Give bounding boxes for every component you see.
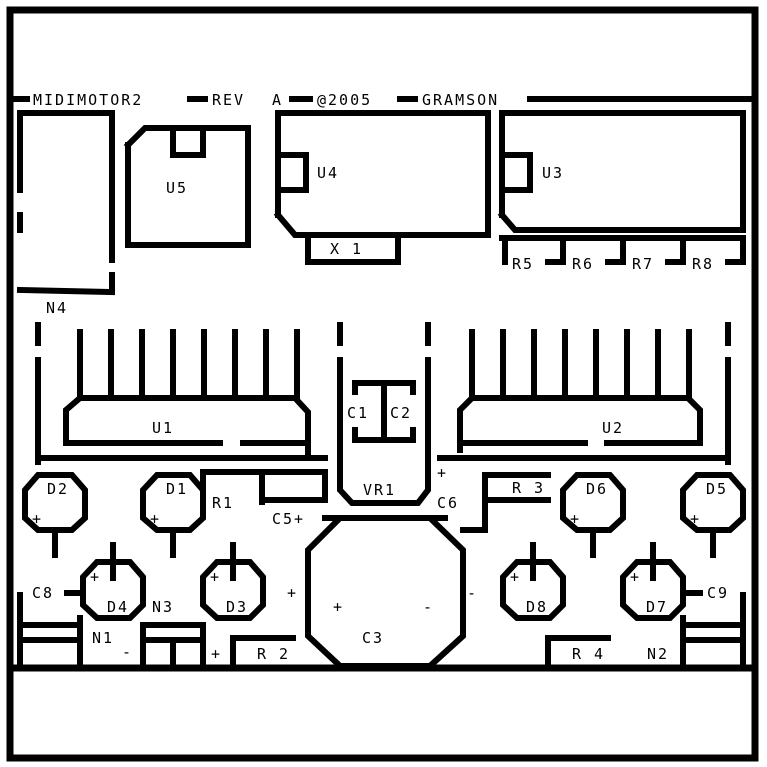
label-n1: N1 — [92, 629, 114, 647]
label-c6: C6 — [437, 494, 459, 512]
d5-plus: + — [690, 510, 701, 528]
label-c9: C9 — [707, 584, 729, 602]
c3-plus: + — [333, 598, 344, 616]
label-vr1: VR1 — [363, 481, 396, 499]
label-r7: R7 — [632, 255, 654, 273]
diode-d8: D8 + — [500, 542, 566, 621]
label-r6: R6 — [572, 255, 594, 273]
resistor-r4: R 4 — [545, 635, 611, 668]
label-u4: U4 — [317, 164, 339, 182]
label-u3: U3 — [542, 164, 564, 182]
d3-plus: + — [210, 568, 221, 586]
chip-u5: U5 — [123, 125, 251, 248]
label-c1: C1 — [347, 404, 369, 422]
resistor-r1-c5: R1 C5+ — [200, 469, 328, 528]
d7-plus: + — [630, 568, 641, 586]
connector-n2: N2 — [647, 615, 746, 668]
label-u5: U5 — [166, 179, 188, 197]
label-c5: C5+ — [272, 510, 305, 528]
diode-d1: D1 + — [140, 472, 206, 558]
resistors-r5-r8: R5 R6 R7 R8 — [499, 235, 746, 273]
header-rev-letter: A — [272, 91, 283, 109]
d6-plus: + — [570, 510, 581, 528]
label-d2: D2 — [47, 480, 69, 498]
label-r3: R 3 — [512, 479, 545, 497]
c3-outer-minus: - — [467, 584, 478, 602]
label-n4: N4 — [46, 299, 68, 317]
c3-outer-plus: + — [287, 584, 298, 602]
c6-plus: + — [437, 464, 448, 482]
d1-plus: + — [150, 510, 161, 528]
crystal-x1: X 1 — [305, 237, 401, 265]
d2-plus: + — [32, 510, 43, 528]
label-r4: R 4 — [572, 645, 605, 663]
label-n2: N2 — [647, 645, 669, 663]
label-r8: R8 — [692, 255, 714, 273]
label-d3: D3 — [226, 598, 248, 616]
diode-d4: D4 + — [80, 542, 146, 621]
connector-n1: N1 - — [17, 615, 133, 668]
c3-minus: - — [423, 598, 434, 616]
label-c2: C2 — [390, 404, 412, 422]
label-u1: U1 — [152, 419, 174, 437]
label-r2: R 2 — [257, 645, 290, 663]
label-d7: D7 — [646, 598, 668, 616]
label-n3: N3 — [152, 598, 174, 616]
header-copyright: @2005 — [317, 91, 372, 109]
label-d4: D4 — [107, 598, 129, 616]
label-r5: R5 — [512, 255, 534, 273]
chip-u1: U1 — [35, 322, 328, 465]
regulator-vr1: VR1 — [337, 472, 431, 506]
cap-c3: C3 + - + - — [287, 515, 478, 669]
label-d8: D8 — [526, 598, 548, 616]
label-r1: R1 — [212, 494, 234, 512]
d4-plus: + — [90, 568, 101, 586]
d8-plus: + — [510, 568, 521, 586]
header-author: GRAMSON — [422, 91, 499, 109]
cap-c9: C9 — [680, 584, 746, 668]
label-u2: U2 — [602, 419, 624, 437]
label-d1: D1 — [166, 480, 188, 498]
caps-c1-c2: C1 C2 — [337, 322, 431, 478]
header-rev: REV — [212, 91, 245, 109]
header-title: MIDIMOTOR2 — [33, 91, 143, 109]
diode-d6: D6 + — [560, 472, 626, 558]
cap-c8: C8 — [17, 584, 86, 668]
label-d5: D5 — [706, 480, 728, 498]
label-d6: D6 — [586, 480, 608, 498]
diode-d5: D5 + — [680, 472, 746, 558]
cap-c6-r3: + C6 R 3 — [437, 464, 551, 533]
chip-u3: U3 — [497, 110, 746, 233]
chip-u4: U4 — [273, 110, 491, 238]
resistor-r2: R 2 — [230, 635, 296, 668]
connector-n3: N3 + — [140, 598, 222, 668]
n1-minus: - — [122, 643, 133, 661]
n3-plus: + — [211, 645, 222, 663]
label-c3: C3 — [362, 629, 384, 647]
diode-d3: D3 + — [200, 542, 266, 621]
diode-d2: D2 + — [22, 472, 88, 558]
header-line: MIDIMOTOR2 REV A @2005 GRAMSON — [12, 91, 755, 109]
board-outline — [6, 6, 759, 762]
chip-u2: U2 — [437, 322, 731, 465]
label-x1: X 1 — [330, 240, 363, 258]
label-c8: C8 — [32, 584, 54, 602]
diode-d7: D7 + — [620, 542, 686, 621]
connector-n4: N4 — [16, 110, 116, 317]
